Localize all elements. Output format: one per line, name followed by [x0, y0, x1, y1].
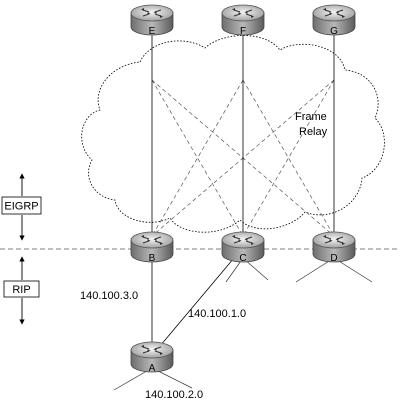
rip-legend: RIP [3, 256, 40, 325]
network-label-a-lan: 140.100.2.0 [145, 389, 203, 401]
direct-links [151, 34, 335, 232]
router-e: E [130, 4, 174, 37]
rip-box [3, 280, 40, 298]
eigrp-box [1, 196, 42, 215]
router-label: C [239, 253, 246, 264]
router-label: E [149, 26, 156, 37]
router-c: C [221, 231, 265, 264]
network-label-c-a: 140.100.1.0 [188, 308, 246, 320]
router-b: B [130, 231, 174, 264]
eigrp-label: EIGRP [4, 201, 38, 213]
network-label-b-a: 140.100.3.0 [80, 290, 138, 302]
router-label: A [149, 363, 156, 374]
lower-links [151, 257, 235, 347]
router-label: B [149, 253, 156, 264]
router-a: A [130, 341, 174, 374]
router-f: F [221, 4, 265, 37]
frame-relay-cloud [81, 35, 385, 233]
rip-label: RIP [12, 284, 30, 296]
router-label: G [330, 26, 338, 37]
router-label: F [240, 26, 246, 37]
router-g: G [312, 4, 356, 37]
router-label: D [330, 253, 337, 264]
router-d: D [312, 231, 356, 264]
cloud-label-line1: Frame [295, 111, 327, 123]
cloud-label-line2: Relay [299, 126, 328, 138]
eigrp-legend: EIGRP [1, 173, 42, 241]
